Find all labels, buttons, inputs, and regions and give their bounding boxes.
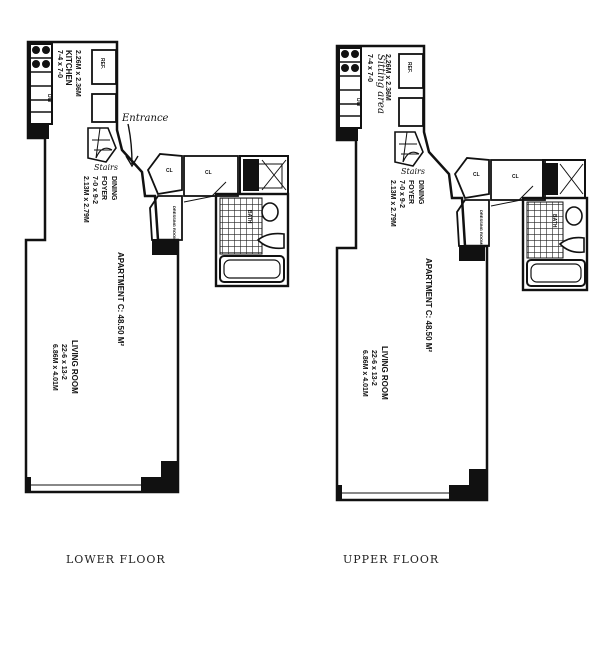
- lower-closet-1-label: CL: [166, 168, 173, 174]
- lower-foyer-label: FOYER: [100, 176, 107, 200]
- upper-living-dims-m: 6.86M x 4.01M: [361, 350, 368, 397]
- upper-living-dims-ft: 22-6 x 13-2: [370, 350, 377, 386]
- lower-closet-1: [146, 153, 183, 196]
- upper-ref-label: REF.: [406, 62, 412, 73]
- upper-floor-plan: [335, 44, 589, 502]
- lower-closet-2-label: CL: [205, 170, 212, 176]
- upper-kitchen-dims-m: 2.26M x 2.36M: [384, 54, 391, 101]
- lower-stairs: [87, 127, 117, 163]
- upper-closet-2: [490, 159, 546, 201]
- lower-dining-label: DINING: [110, 176, 117, 201]
- upper-foyer-dims-m: 2.13M x 2.79M: [389, 180, 396, 227]
- lower-floor-plan: [24, 40, 290, 494]
- lower-kitchen-label-group: KITCHEN 7-4 x 7-0 2.26M x 2.36M: [56, 50, 81, 97]
- lower-apartment-label: APARTMENT C: 48.50 M²: [116, 252, 125, 346]
- upper-kitchen-dims-ft: 7-4 x 7-0: [366, 54, 373, 82]
- upper-living-label-group: LIVING ROOM 22-6 x 13-2 6.86M x 4.01M: [361, 346, 389, 400]
- lower-dressing-room: [149, 195, 183, 241]
- lower-foyer-dims-m: 2.13M x 2.79M: [82, 176, 89, 223]
- lower-stairs-handwritten: Stairs: [94, 163, 118, 172]
- upper-sitting-label-group: Sitting area 7-4 x 7-0 2.26M x 2.36M: [366, 54, 391, 114]
- upper-dressing-label: DRESSING ROOM: [479, 210, 484, 245]
- lower-living-label: LIVING ROOM: [70, 340, 79, 394]
- upper-dressing-room: [456, 199, 490, 247]
- lower-floor-caption: LOWER FLOOR: [66, 553, 166, 566]
- upper-bath-label: BATH: [551, 214, 557, 228]
- lower-kitchen-label: KITCHEN: [64, 50, 73, 86]
- upper-closet-1: [453, 157, 490, 200]
- lower-living-dims-m: 6.86M x 4.01M: [51, 344, 58, 391]
- upper-floor-caption: UPPER FLOOR: [343, 553, 440, 566]
- lower-entrance-handwritten: Entrance: [121, 113, 169, 124]
- lower-kitchen-dims-m: 2.26M x 2.36M: [74, 50, 81, 97]
- lower-living-dims-ft: 22-6 x 13-2: [60, 344, 67, 380]
- upper-foyer-label: FOYER: [407, 180, 414, 204]
- lower-entrance-arrow: [125, 123, 139, 168]
- lower-kitchen-dims-ft: 7-4 x 7-0: [56, 50, 63, 78]
- upper-closet-2-label: CL: [512, 174, 519, 180]
- lower-foyer-label-group: DINING FOYER 7-0 x 9-2 2.13M x 2.79M: [82, 176, 117, 223]
- lower-foyer-dims-ft: 7-0 x 9-2: [91, 176, 98, 204]
- upper-closet-1-label: CL: [473, 172, 480, 178]
- lower-ref-label: REF.: [99, 58, 105, 69]
- lower-dw-label: DW: [46, 94, 52, 103]
- lower-bath-label: BATH: [246, 210, 252, 224]
- lower-living-label-group: LIVING ROOM 22-6 x 13-2 6.86M x 4.01M: [51, 340, 79, 394]
- upper-dw-label: DW: [355, 98, 361, 107]
- upper-living-label: LIVING ROOM: [380, 346, 389, 400]
- upper-sitting-area-handwritten: Sitting area: [375, 54, 386, 114]
- upper-stairs: [394, 131, 424, 167]
- upper-foyer-label-group: DINING FOYER 7-0 x 9-2 2.13M x 2.79M: [389, 180, 424, 227]
- lower-closet-2: [183, 155, 239, 197]
- lower-dressing-label: DRESSING ROOM: [172, 206, 177, 241]
- upper-stairs-handwritten: Stairs: [401, 167, 425, 176]
- upper-foyer-dims-ft: 7-0 x 9-2: [398, 180, 405, 208]
- upper-apartment-label: APARTMENT C: 48.50 M²: [424, 258, 433, 352]
- upper-dining-label: DINING: [417, 180, 424, 205]
